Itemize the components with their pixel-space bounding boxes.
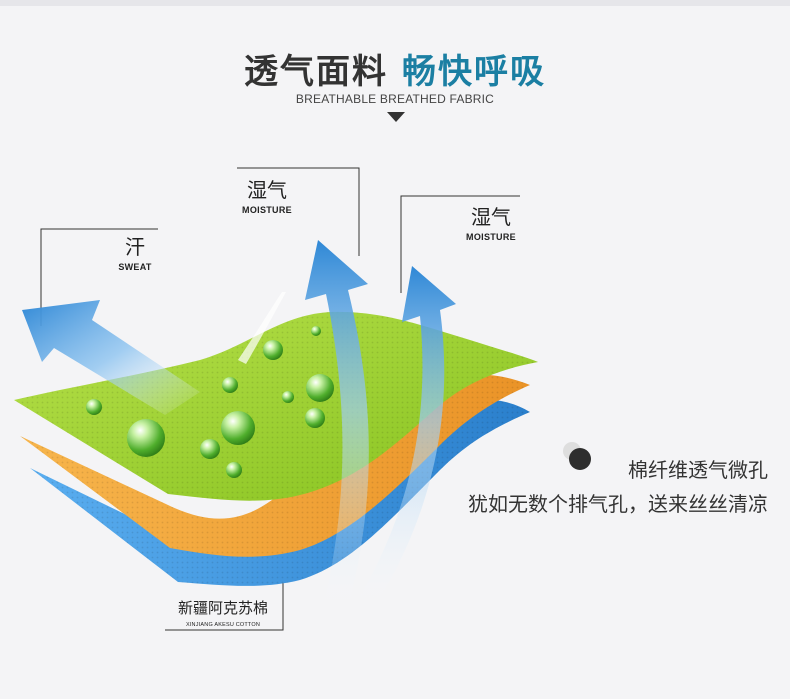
sweat-label-en: SWEAT [118,262,152,272]
top-bar [0,0,790,6]
moisture-arrow-left-icon [305,240,369,620]
moisture-label-2: 湿气 MOISTURE [456,205,526,242]
title-part2: 畅快呼吸 [402,52,546,92]
page-subtitle: BREATHABLE BREATHED FABRIC [295,92,495,106]
small-arrow-icon [238,292,286,364]
description-line2: 犹如无数个排气孔，送来丝丝清凉 [468,492,768,516]
cotton-label-cn: 新疆阿克苏棉 [177,599,268,617]
moisture-label-2-cn: 湿气 [471,205,511,229]
moisture-label-1-en: MOISTURE [242,205,292,215]
moisture-arrow-right-icon [348,266,456,615]
sweat-arrow-icon [22,300,200,415]
bullet-dot-icon [569,448,591,470]
moisture-label-2-en: MOISTURE [466,232,516,242]
down-triangle-icon [387,112,405,122]
sweat-label-cn: 汗 [125,235,145,259]
sweat-label: 汗 SWEAT [100,235,170,272]
page-title: 透气面料畅快呼吸 [0,44,790,93]
moisture-label-1-cn: 湿气 [247,178,287,202]
moisture-label-1: 湿气 MOISTURE [232,178,302,215]
cotton-label: 新疆阿克苏棉 XINJIANG AKESU COTTON [168,597,278,628]
cotton-label-en: XINJIANG AKESU COTTON [185,622,261,628]
title-part1: 透气面料 [244,52,388,92]
description-line1: 棉纤维透气微孔 [628,458,768,482]
water-droplets [86,326,334,478]
